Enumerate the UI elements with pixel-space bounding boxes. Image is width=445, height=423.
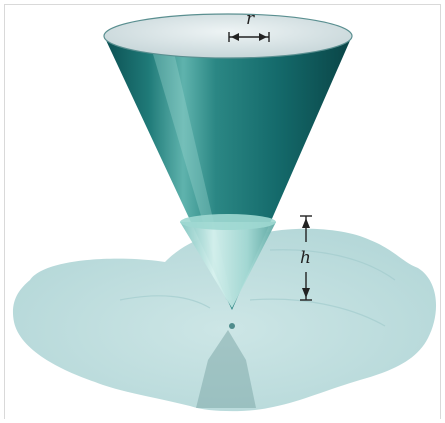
puddle [12, 228, 437, 412]
cone-body [104, 36, 352, 310]
frame-left-line [4, 4, 5, 419]
drip [229, 323, 235, 329]
water [180, 222, 276, 308]
radius-arrow [228, 32, 270, 42]
puddle-ripples [119, 249, 396, 327]
water-surface [180, 214, 276, 230]
height-label: h [300, 248, 311, 268]
frame-right-line [440, 4, 441, 419]
height-arrow [300, 215, 312, 301]
radius-label: r [246, 9, 255, 29]
frame-top-line [4, 4, 441, 5]
cone-rim [103, 13, 353, 59]
cone-reflection [196, 330, 256, 408]
